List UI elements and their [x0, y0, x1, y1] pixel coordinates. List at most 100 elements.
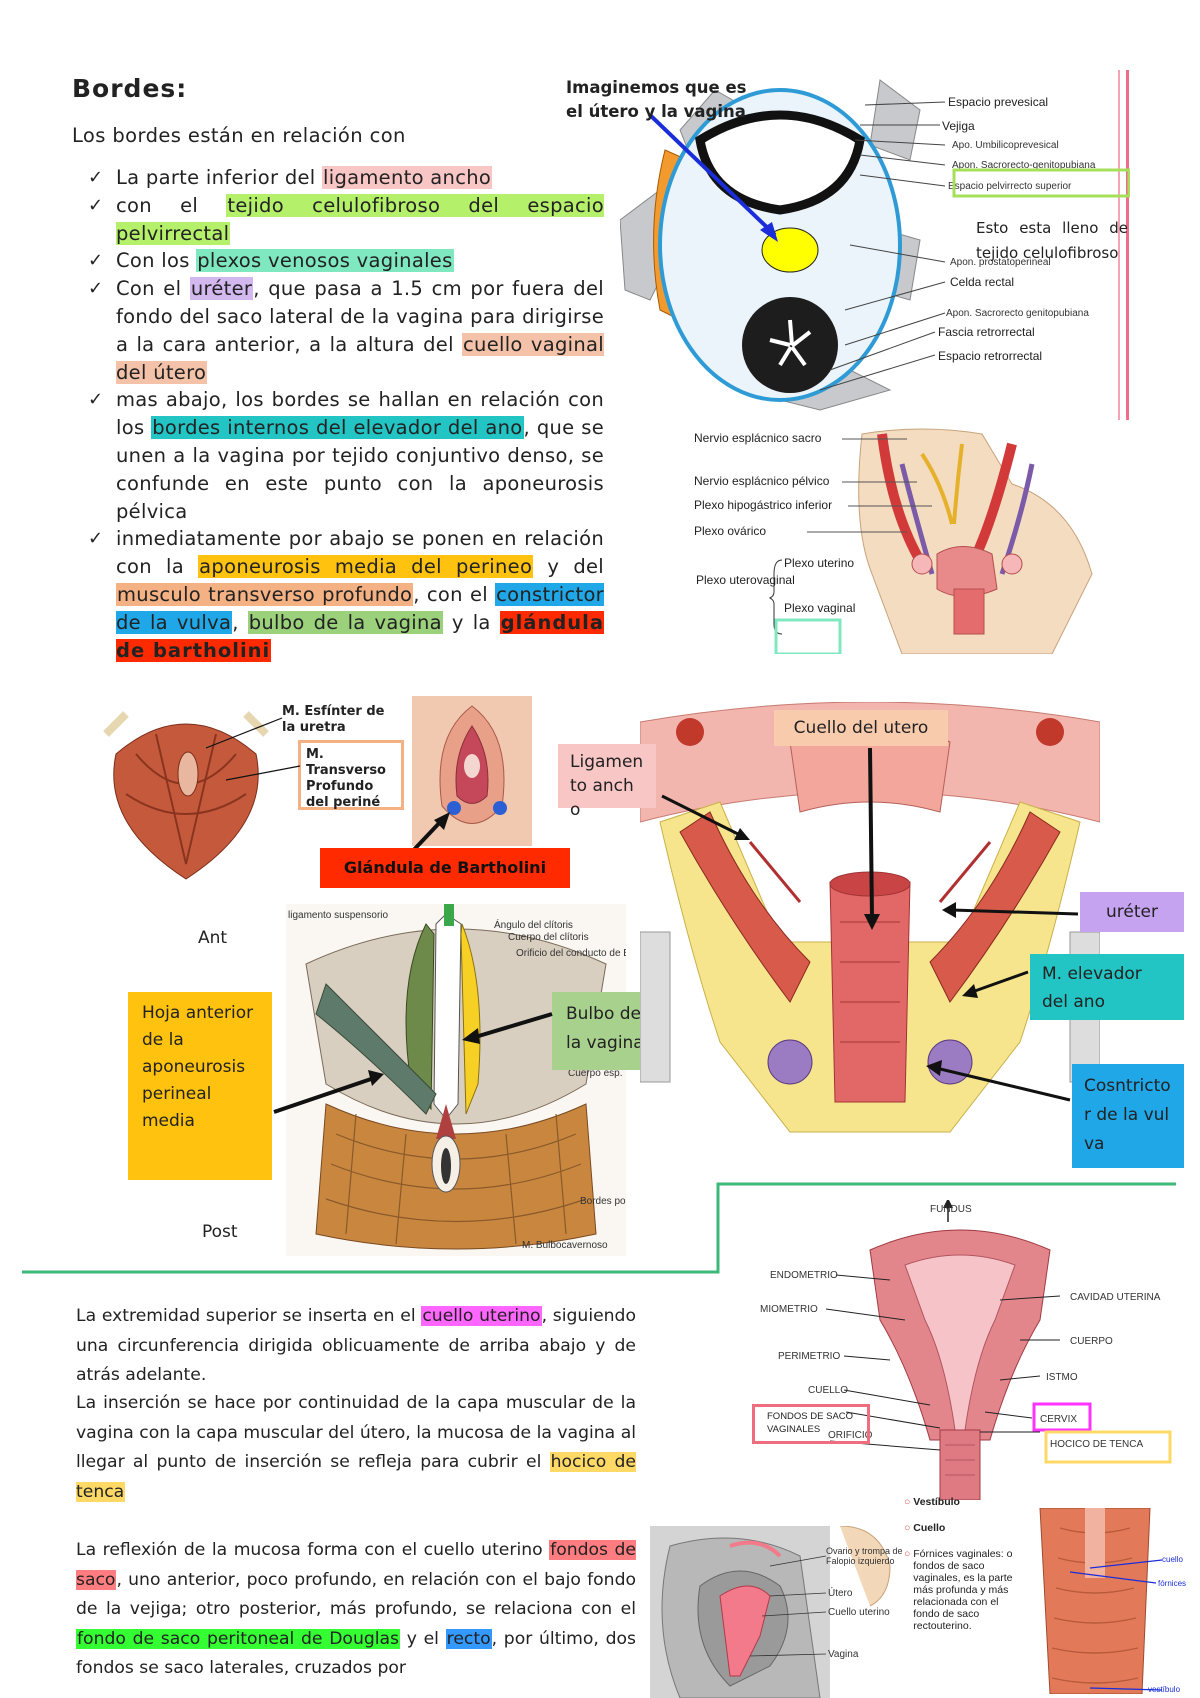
- fig6-side-label: vestíbulo: [1148, 1685, 1181, 1694]
- para2-text: La inserción se hace por continuidad de …: [76, 1393, 636, 1472]
- fig3-book-label: M. Bulbocavernoso: [522, 1240, 608, 1251]
- vagina-detail-svg: cuello fórnices vestíbulo: [1039, 1508, 1186, 1694]
- check-icon: ✓: [88, 528, 104, 550]
- border-item: ✓con el tejido celulofibroso del espacio…: [88, 192, 604, 248]
- border-item-highlight: aponeurosis media del perineo: [198, 555, 534, 579]
- ligamento-ancho-label: Ligamento ancho: [558, 744, 656, 820]
- border-item-text: ,: [232, 610, 248, 634]
- border-item-text: y la: [442, 610, 500, 634]
- border-item-highlight: plexos venosos vaginales: [196, 249, 454, 273]
- border-item-text: La parte inferior del: [116, 166, 323, 189]
- check-icon: ✓: [88, 167, 104, 188]
- border-item-text: , que se unen a la vagina por tejido con…: [116, 416, 605, 523]
- fig6-side-label: cuello: [1162, 1555, 1183, 1564]
- fig5-label: ENDOMETRIO: [770, 1270, 838, 1281]
- fondos-saco-label: FONDOS DE SACO VAGINALES: [752, 1404, 870, 1444]
- border-item: ✓mas abajo, los bordes se hallan en rela…: [88, 386, 604, 525]
- sagittal-pelvis-figure: Ovario y trompa de Falopio izquierdo Úte…: [650, 1526, 914, 1698]
- border-item-highlight: uréter: [189, 277, 254, 301]
- bullet-vestibulo: Vestíbulo: [913, 1496, 960, 1508]
- constrictor-label: Cosntrictor de la vulva: [1072, 1064, 1184, 1168]
- fig1-label: Fascia retrorrectal: [938, 325, 1035, 339]
- border-item-highlight: ligamento ancho: [322, 166, 493, 189]
- sagittal-pelvis-svg: Ovario y trompa de Falopio izquierdo Úte…: [650, 1526, 903, 1698]
- fig5-label: ISTMO: [1046, 1372, 1078, 1383]
- border-item-highlight: bordes internos del elevador del ano: [151, 416, 524, 440]
- vulva-svg: [412, 696, 532, 846]
- pelvic-section-figure: Espacio prevesical Vejiga Apo. Umbilicop…: [620, 70, 1130, 420]
- para1-text: La extremidad superior se inserta en el: [76, 1306, 422, 1326]
- paragraph-insertion-continuity: La inserción se hace por continuidad de …: [76, 1389, 636, 1507]
- border-item-text: con el: [116, 193, 227, 217]
- fig1-note: Imaginemos que es el útero y la vagina: [566, 78, 747, 121]
- fig6-side-label: fórnices: [1158, 1579, 1186, 1588]
- border-item-text: Con los: [116, 249, 197, 273]
- transverso-label: M. Transverso Profundo del periné: [298, 740, 404, 810]
- fig1-label: Vejiga: [942, 119, 975, 133]
- fig2-group-item: Plexo uterino: [784, 556, 854, 570]
- para1-highlight: cuello uterino: [421, 1306, 542, 1326]
- fig1-label: Espacio prevesical: [948, 95, 1048, 109]
- border-item: ✓ La parte inferior del ligamento ancho: [88, 164, 604, 192]
- fig5-label: HOCICO DE TENCA: [1050, 1439, 1143, 1450]
- esfinter-label: M. Esfínter de la uretra: [282, 704, 385, 735]
- border-item-text: , que pasa a 1.5 cm por fuera del fondo …: [116, 277, 604, 356]
- fig3-book-label: Orificio del conducto de Bartholin: [516, 948, 626, 959]
- cuello-utero-label: Cuello del utero: [774, 710, 948, 746]
- paragraph-reflexion: La reflexión de la mucosa forma con el c…: [76, 1536, 636, 1684]
- para3-text: , uno anterior, poco profundo, en relaci…: [76, 1569, 636, 1620]
- border-item-text: inmediatamente por abajo se ponen en rel…: [116, 527, 604, 579]
- fig1-label: Apon. Sacrorecto-genitopubiana: [952, 160, 1096, 171]
- border-item-text: y del: [533, 555, 605, 579]
- hoja-label: Hoja anterior de la aponeurosis perineal…: [128, 992, 272, 1180]
- bullet-cuello: Cuello: [913, 1522, 946, 1534]
- bartholini-label: Glándula de Bartholini: [320, 848, 570, 888]
- border-item-highlight: musculo transverso profundo: [116, 582, 414, 606]
- nerve-plexus-svg: Nervio esplácnico sacro Nervio esplácnic…: [694, 428, 1093, 654]
- fig2-group-item: Plexo vaginal: [784, 601, 855, 615]
- perineum-leaders: [205, 717, 301, 781]
- fig6-label: Ovario y trompa de Falopio izquierdo: [826, 1546, 903, 1566]
- fig1-label: Apon. prostatoperineal: [950, 257, 1051, 268]
- fig6-label: Vagina: [828, 1649, 859, 1660]
- intro-text: Los bordes están en relación con: [72, 124, 406, 147]
- fig6-label: Cuello uterino: [828, 1607, 890, 1618]
- fig5-label: CAVIDAD UTERINA: [1070, 1292, 1161, 1303]
- fig1-label: Apon. Sacrorecto genitopubiana: [946, 308, 1089, 319]
- perineal-aponeurosis-figure: ligamento suspensorio Ángulo del clítori…: [286, 904, 626, 1256]
- post-label: Post: [202, 1222, 238, 1242]
- check-icon: ✓: [88, 194, 104, 216]
- fig1-label: Apo. Umbilicoprevesical: [952, 140, 1059, 151]
- fig3-book-label: Cuerpo del clítoris: [508, 932, 589, 943]
- para3-highlight: fondo de saco peritoneal de Douglas: [76, 1628, 401, 1649]
- fig2-label: Plexo hipogástrico inferior: [694, 498, 832, 512]
- uterus-layers-figure: FUNDUS ENDOMETRIO MIOMETRIO PERIMETRIO C…: [740, 1200, 1180, 1500]
- fig3-book-label: Bordes post.: [580, 1196, 626, 1207]
- fig2-label: Nervio esplácnico pélvico: [694, 474, 830, 488]
- fig3-book-label: Ángulo del clítoris: [494, 918, 573, 931]
- fig5-label: FUNDUS: [930, 1204, 972, 1215]
- vulva-figure: [412, 696, 532, 846]
- perineum-muscle-svg: [103, 711, 269, 880]
- ant-label: Ant: [198, 928, 228, 948]
- section-divider: [22, 1182, 1176, 1274]
- perineum-muscle-figure: [96, 694, 276, 886]
- vagina-detail-figure: cuello fórnices vestíbulo: [1030, 1508, 1200, 1694]
- perineum-arrows: [273, 1012, 553, 1114]
- para1-text: , siguiendo una circunferencia dirigida …: [76, 1306, 636, 1385]
- nerve-plexus-figure: Nervio esplácnico sacro Nervio esplácnic…: [692, 424, 1122, 654]
- fig5-label: MIOMETRIO: [760, 1304, 818, 1315]
- uterus-layers-svg: FUNDUS ENDOMETRIO MIOMETRIO PERIMETRIO C…: [760, 1200, 1172, 1500]
- border-item-highlight: bulbo de la vagina: [247, 610, 443, 634]
- border-item: ✓Con el uréter, que pasa a 1.5 cm por fu…: [88, 275, 604, 386]
- bullet-fornices: Fórnices vaginales: o fondos de saco vag…: [913, 1548, 1013, 1632]
- fig5-label: CUELLO: [808, 1385, 848, 1396]
- para3-text: y el: [400, 1628, 446, 1649]
- perineal-aponeurosis-svg: ligamento suspensorio Ángulo del clítori…: [286, 904, 626, 1256]
- coronal-arrows: [661, 747, 1079, 1102]
- fig5-label: PERIMETRIO: [778, 1351, 840, 1362]
- fig1-callout: Esto esta lleno de tejido celulofibroso: [976, 219, 1128, 262]
- fig3-book-label: ligamento suspensorio: [288, 910, 388, 921]
- fig6-bullets: ○ Vestíbulo ○ Cuello ○ Fórnices vaginale…: [904, 1496, 1013, 1632]
- fig1-label: Espacio pelvirrecto superior: [948, 181, 1072, 192]
